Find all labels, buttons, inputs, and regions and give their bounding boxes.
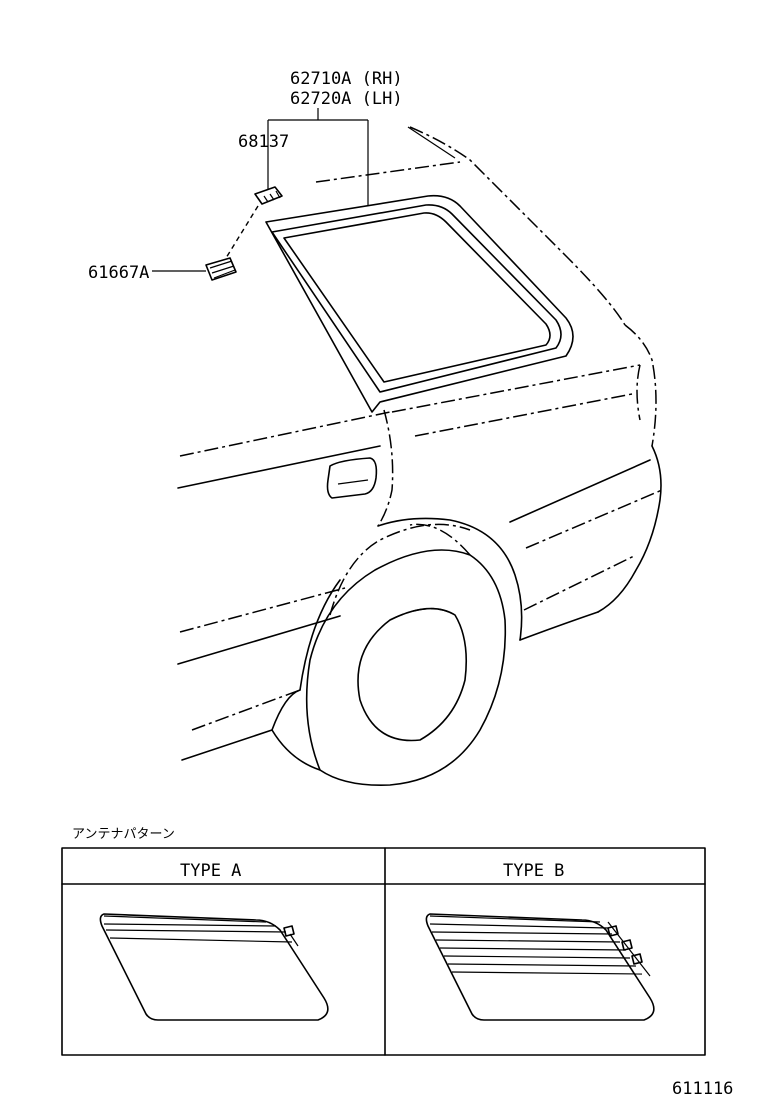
leader-62710a — [267, 108, 369, 206]
antenna-table — [61, 847, 706, 1056]
label-62720a: 62720A (LH) — [290, 89, 403, 109]
label-62710a: 62710A (RH) — [290, 69, 403, 89]
label-61667a: 61667A — [88, 263, 149, 283]
type-a-header: TYPE A — [180, 861, 241, 881]
car-body — [177, 126, 663, 787]
label-68137: 68137 — [238, 132, 289, 152]
type-b-glass — [425, 913, 655, 1021]
figure-number: 611116 — [672, 1079, 733, 1099]
type-b-header: TYPE B — [503, 861, 564, 881]
fastener-61667a — [205, 257, 237, 281]
assembly-dashed-line — [225, 205, 259, 259]
quarter-window-glass — [265, 194, 574, 413]
type-a-glass — [99, 913, 329, 1021]
antenna-caption: アンテナパターン — [72, 827, 175, 842]
clip-68137 — [254, 186, 283, 205]
